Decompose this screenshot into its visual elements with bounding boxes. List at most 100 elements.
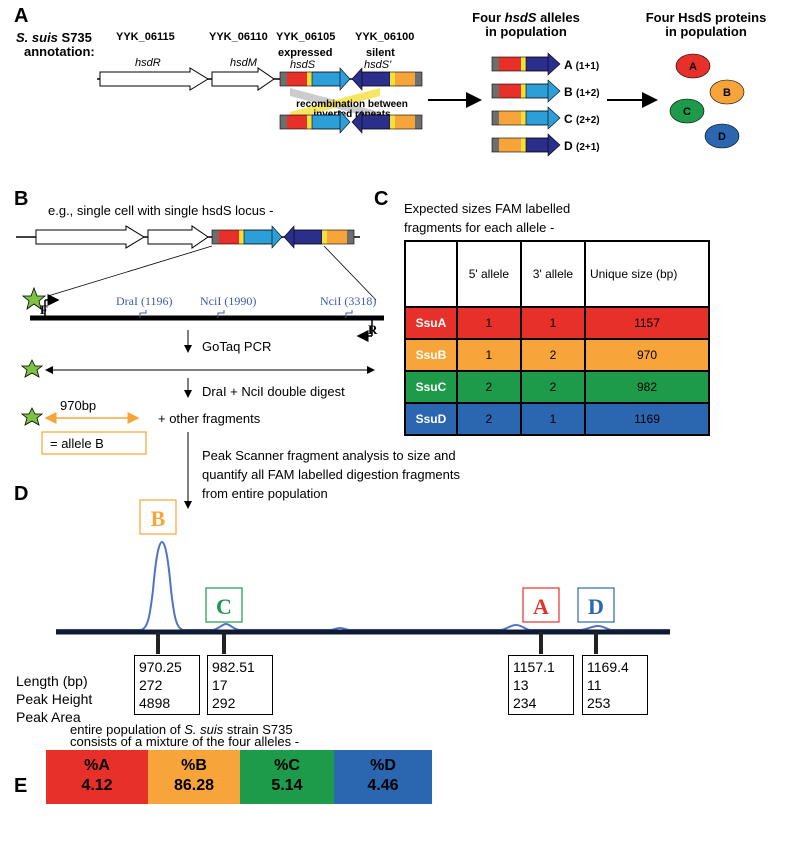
allele-list: A (1+1) B (1+2) C (2+2) D (2+1)	[491, 52, 600, 157]
silent-gene-outline	[361, 71, 423, 87]
silent-gene-gray	[347, 230, 354, 244]
locus-tag-06110: YYK_06110	[209, 31, 268, 43]
gene-block-5prime	[287, 72, 307, 86]
allele-combo: (2+1)	[576, 142, 600, 153]
hsds-prime-label: hsdS'	[364, 59, 392, 71]
segment-label: %D	[370, 757, 396, 774]
allele-3prime	[525, 52, 561, 76]
row-label-area: Peak Area	[16, 709, 81, 725]
gene-outline	[279, 71, 341, 87]
peak-area: 253	[587, 695, 611, 711]
allele-label: C (2+2)	[564, 112, 600, 126]
allele-combo: (2+2)	[576, 115, 600, 126]
hsdm-label: hsdM	[230, 57, 258, 69]
table-cell-five: 2	[455, 402, 522, 436]
allele-gray	[492, 84, 499, 98]
allele-row: B (1+2)	[491, 79, 600, 103]
strain-label: S. suis S735	[16, 30, 92, 45]
table-cell-size: 982	[583, 370, 711, 404]
peak-length: 1157.1	[513, 659, 555, 675]
annotation-label: annotation:	[24, 44, 95, 59]
protein-oval	[704, 123, 740, 149]
site-tick-drai	[139, 310, 147, 318]
segment-label: %B	[181, 757, 207, 774]
segment-value: 4.46	[367, 777, 399, 794]
table-header-3prime: 3' allele	[519, 240, 586, 308]
panel-label-a: A	[14, 5, 28, 27]
hsdm-gene-arrow	[211, 67, 275, 91]
protein-label: B	[723, 87, 731, 99]
allele-combo: (1+2)	[576, 88, 600, 99]
locus-tag-06115: YYK_06115	[116, 31, 175, 43]
table-cell-five: 1	[455, 338, 522, 372]
locus-b-hsdm-arrow	[147, 225, 209, 249]
gene-block-5prime	[287, 115, 307, 129]
peak-letter-box	[577, 587, 615, 623]
gene-block-3prime	[243, 225, 283, 249]
recombination-label-2: inverted repeats	[313, 109, 391, 120]
allele-outline	[491, 83, 549, 99]
gene-block-yellow	[307, 115, 312, 129]
allele-combo: (1+1)	[576, 61, 600, 72]
allele-gray	[492, 138, 499, 152]
allele-3prime	[525, 106, 561, 130]
silent-gene-outline	[293, 229, 355, 245]
table-header-empty	[404, 240, 458, 308]
allele-5prime	[499, 138, 521, 152]
site-tick-ncii-2	[345, 310, 353, 318]
gene-block-gray	[212, 230, 219, 244]
protein-label: D	[718, 131, 726, 143]
fam-star-fragment	[20, 407, 44, 426]
allele-5prime	[499, 111, 521, 125]
peak-area: 4898	[139, 695, 171, 711]
table-header-row: 5' allele 3' allele Unique size (bp)	[404, 240, 711, 308]
allele-label: D (2+1)	[564, 139, 600, 153]
zoom-line-left	[47, 245, 213, 297]
other-fragments-label: + other fragments	[158, 411, 261, 426]
allele-outline	[491, 110, 549, 126]
site-label-ncii-1: NciI (1990)	[200, 294, 256, 308]
hsdr-label: hsdR	[135, 57, 161, 69]
silent-gene-gray	[415, 72, 422, 86]
gene-block-yellow	[307, 72, 312, 86]
gene-block-5prime	[219, 230, 239, 244]
alleles-title: Four hsdS alleles	[472, 10, 580, 25]
silent-gene-outline	[361, 114, 423, 130]
step-pcr-label: GoTaq PCR	[202, 339, 271, 354]
table-cell-name: SsuB	[404, 338, 458, 372]
locus-b-hsds	[211, 225, 355, 249]
silent-gene-tail	[327, 230, 347, 244]
expected-sizes-table: 5' allele 3' allele Unique size (bp) Ssu…	[404, 240, 711, 436]
peak-length: 1169.4	[587, 659, 629, 675]
allele-label: A (1+1)	[564, 58, 599, 72]
table-cell-name: SsuA	[404, 306, 458, 340]
table-cell-size: 1157	[583, 306, 711, 340]
silent-gene-tail	[395, 72, 415, 86]
panel-c-title-1: Expected sizes FAM labelled	[404, 201, 570, 216]
table-header-size: Unique size (bp)	[583, 240, 711, 308]
silent-gene-head	[283, 225, 323, 249]
site-tick-ncii-1	[217, 310, 225, 318]
panel-b-caption: e.g., single cell with single hsdS locus…	[48, 203, 273, 218]
protein-oval	[675, 53, 711, 79]
proteins-title-2: in population	[665, 24, 747, 39]
step-scan-line-1: Peak Scanner fragment analysis to size a…	[202, 448, 456, 463]
primer-r-label: R	[368, 322, 378, 337]
table-cell-name: SsuD	[404, 402, 458, 436]
alleles-title-2: in population	[485, 24, 567, 39]
table-cell-three: 2	[519, 370, 586, 404]
step-scan-line-2: quantify all FAM labelled digestion frag…	[202, 467, 460, 482]
peak-height: 272	[139, 677, 163, 693]
allele-gray	[492, 111, 499, 125]
allele-5prime	[499, 57, 521, 71]
